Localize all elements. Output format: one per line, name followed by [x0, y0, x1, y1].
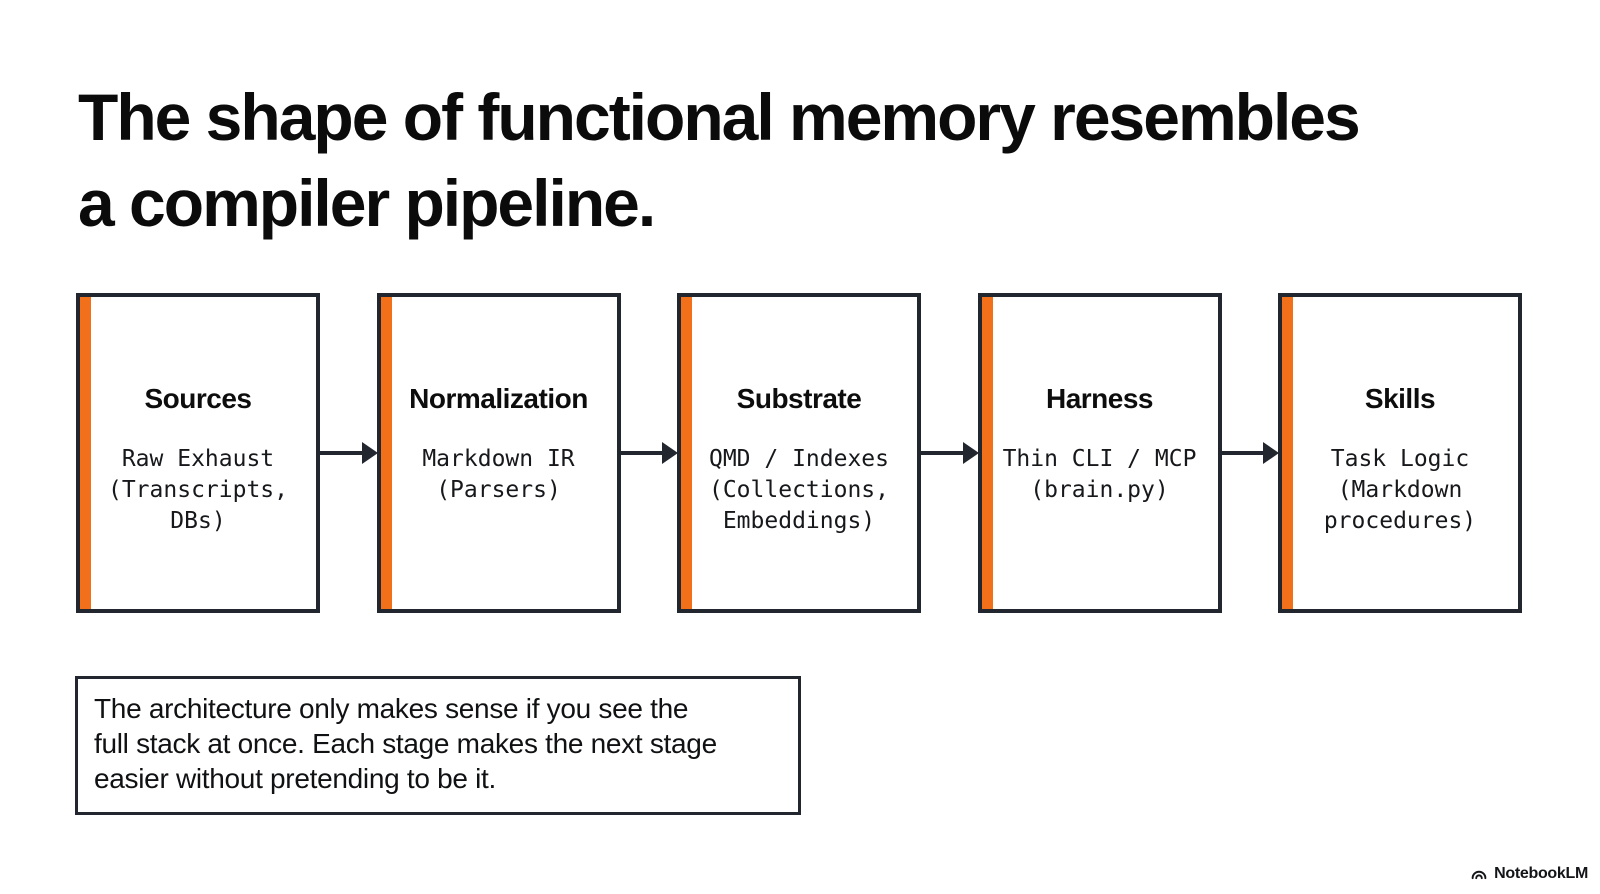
arrow-head-icon	[962, 442, 979, 464]
stage-skills: Skills Task Logic (Markdown procedures)	[1278, 293, 1522, 613]
stage-description: Task Logic (Markdown procedures)	[1323, 446, 1477, 534]
arrow-shaft	[619, 451, 664, 455]
flow-arrow	[920, 441, 979, 465]
stage-description: QMD / Indexes (Collections, Embeddings)	[708, 446, 889, 534]
stage-harness: Harness Thin CLI / MCP (brain.py)	[977, 293, 1222, 613]
stage-title: Harness	[1045, 383, 1154, 414]
stage-accent-stripe	[681, 297, 692, 609]
arrow-shaft	[920, 451, 965, 455]
arrow-head-icon	[662, 442, 678, 464]
stage-title: Normalization	[409, 383, 588, 414]
flow-arrow	[1220, 441, 1279, 465]
arrow-head-icon	[1263, 442, 1279, 464]
pipeline-diagram: Sources Raw Exhaust (Transcripts, DBs) N…	[76, 293, 1522, 613]
stage-substrate: Substrate QMD / Indexes (Collections, Em…	[677, 293, 921, 613]
stage-accent-stripe	[380, 297, 392, 609]
flow-arrow	[619, 441, 678, 465]
stage-description: Thin CLI / MCP (brain.py)	[1002, 446, 1197, 503]
brand-name: NotebookLM	[1494, 865, 1588, 882]
page-title: The shape of functional memory resembles…	[78, 80, 1361, 240]
stage-accent-stripe	[80, 297, 91, 609]
note-box: The architecture only makes sense if you…	[75, 676, 801, 815]
arrow-head-icon	[361, 442, 378, 464]
stage-title: Sources	[144, 383, 253, 414]
stage-description: Raw Exhaust (Transcripts, DBs)	[107, 446, 288, 534]
note-text: The architecture only makes sense if you…	[94, 693, 717, 794]
stage-description: Markdown IR (Parsers)	[422, 446, 575, 503]
arrow-shaft	[1220, 451, 1265, 455]
brand-footer: NotebookLM	[1470, 865, 1588, 883]
stage-accent-stripe	[981, 297, 993, 609]
stage-sources: Sources Raw Exhaust (Transcripts, DBs)	[76, 293, 320, 613]
stage-normalization: Normalization Markdown IR (Parsers)	[376, 293, 621, 613]
arrow-shaft	[319, 451, 364, 455]
stage-title: Substrate	[736, 383, 862, 414]
notebooklm-logo-icon	[1470, 865, 1488, 883]
stage-title: Skills	[1364, 383, 1436, 414]
flow-arrow	[319, 441, 378, 465]
stage-accent-stripe	[1282, 297, 1293, 609]
